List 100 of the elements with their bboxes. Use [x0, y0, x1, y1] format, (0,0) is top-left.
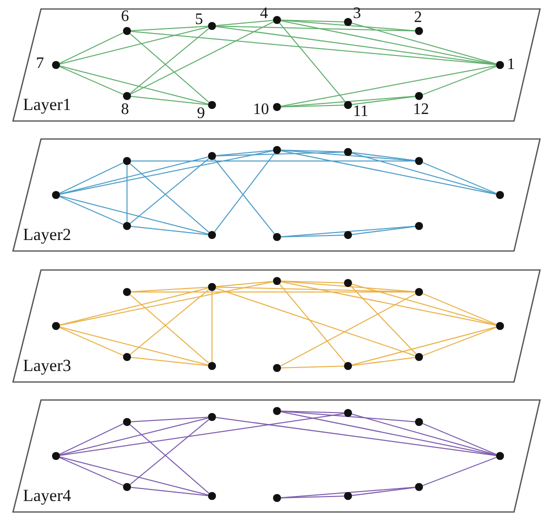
network-link — [351, 96, 416, 105]
network-link — [59, 162, 124, 194]
network-link — [59, 66, 124, 95]
network-link — [280, 496, 344, 498]
node-number: 4 — [260, 5, 268, 23]
network-link — [351, 152, 497, 194]
network-link — [351, 414, 497, 456]
network-link — [351, 326, 497, 366]
layer-plane — [12, 138, 541, 252]
node-number: 8 — [121, 101, 129, 119]
network-link — [422, 456, 497, 486]
node-number: 2 — [414, 9, 422, 27]
network-link — [130, 21, 274, 95]
network-link — [280, 234, 344, 238]
node-number: 5 — [195, 11, 203, 29]
network-link — [215, 26, 497, 65]
network-link — [280, 281, 497, 326]
network-link — [130, 486, 209, 496]
node-number: 9 — [197, 105, 205, 123]
network-link — [130, 163, 210, 233]
network-link — [59, 32, 124, 64]
network-link — [280, 366, 344, 368]
network-link — [215, 280, 274, 288]
network-link — [130, 158, 210, 224]
layer-plane — [12, 269, 541, 383]
network-link — [130, 96, 209, 106]
network-link — [59, 413, 345, 456]
network-link — [280, 65, 497, 107]
network-link — [422, 423, 497, 455]
network-link — [59, 457, 124, 486]
network-link — [351, 487, 416, 496]
network-link — [130, 424, 210, 494]
network-link — [215, 20, 274, 26]
network-link — [215, 150, 274, 156]
network-link — [422, 66, 497, 96]
layer-plane — [12, 8, 541, 122]
network-link — [130, 226, 209, 236]
layer-label: Layer3 — [23, 357, 72, 375]
network-link — [130, 28, 210, 94]
network-link — [59, 327, 124, 356]
network-link — [59, 417, 209, 456]
network-link — [130, 416, 208, 422]
layer-label: Layer4 — [23, 487, 72, 505]
network-link — [216, 26, 416, 32]
network-link — [351, 152, 416, 161]
network-link — [59, 196, 209, 234]
network-link — [59, 26, 209, 65]
network-link — [280, 150, 497, 195]
network-link — [280, 410, 344, 414]
network-link — [280, 280, 344, 284]
network-link — [280, 410, 416, 422]
network-link — [59, 150, 274, 195]
network-link — [130, 356, 209, 366]
node-number: 7 — [36, 55, 44, 73]
node-number: 10 — [253, 101, 269, 119]
node-number: 12 — [413, 101, 429, 119]
network-link — [279, 284, 346, 364]
network-link — [59, 281, 274, 326]
network-link — [59, 66, 209, 104]
network-link — [59, 156, 209, 195]
network-link — [130, 30, 497, 66]
network-link — [280, 20, 497, 65]
network-link — [130, 419, 210, 485]
network-link — [59, 326, 209, 366]
network-link — [280, 150, 344, 152]
network-link — [422, 293, 497, 325]
node-number: 11 — [353, 103, 368, 121]
network-link — [280, 20, 344, 22]
network-link — [351, 284, 497, 326]
network-link — [279, 22, 346, 102]
network-link — [350, 285, 417, 355]
network-link — [351, 226, 416, 235]
network-link — [422, 326, 497, 356]
node-number: 6 — [121, 8, 129, 26]
network-link — [351, 357, 416, 366]
network-link — [280, 486, 416, 498]
network-link — [215, 288, 416, 356]
network-link — [280, 96, 416, 108]
network-link — [130, 26, 208, 32]
layer-label: Layer2 — [23, 226, 72, 244]
network-link — [422, 162, 497, 194]
network-link — [280, 20, 416, 32]
network-link — [280, 226, 416, 238]
network-link — [130, 294, 210, 364]
network-link — [59, 287, 209, 326]
network-link — [126, 164, 128, 222]
network-link — [59, 423, 124, 455]
network-link — [216, 286, 416, 292]
layer-label: Layer1 — [23, 96, 72, 114]
network-link — [280, 280, 416, 292]
network-link — [130, 286, 208, 292]
layer-plane — [12, 399, 541, 513]
network-link — [130, 33, 210, 103]
network-link — [130, 160, 416, 162]
network-link — [215, 417, 497, 456]
network-link — [280, 411, 497, 456]
network-link — [351, 22, 497, 64]
network-link — [59, 456, 209, 496]
network-link — [130, 289, 210, 355]
network-link — [280, 293, 416, 367]
